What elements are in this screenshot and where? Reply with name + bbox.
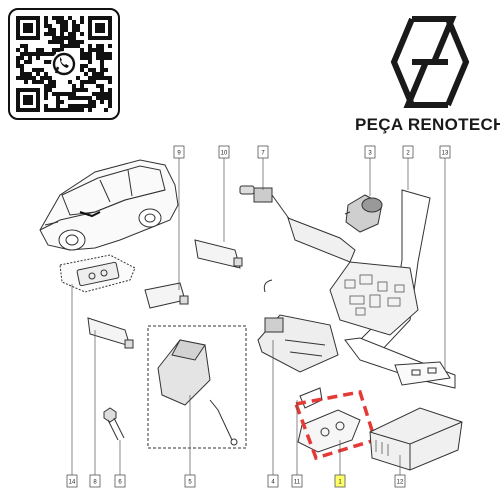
part-6-bolt [103,407,125,441]
callout-label: 9 [177,151,181,157]
callout-5: 5 [184,474,196,488]
callout-label: 13 [442,151,449,157]
callout-12: 12 [394,474,406,488]
part-14-card-holder [59,254,136,293]
callout-8: 8 [89,474,101,488]
callout-label: 3 [368,151,372,157]
callout-14: 14 [66,474,78,488]
part-1-key-card [297,409,361,453]
renault-diamond-logo [390,16,470,108]
leader-lines [71,158,446,475]
part-5-control-module [147,325,247,449]
callout-label: 6 [118,480,122,486]
callout-3: 3 [364,145,376,159]
part-13-bracket [394,361,451,386]
part-12-ecu-box [369,407,463,471]
callout-label: 1 [338,480,342,486]
callout-label: 7 [261,151,265,157]
callout-4: 4 [267,474,279,488]
part-4-card-reader [257,279,339,373]
callout-label: 12 [397,480,404,486]
car-illustration [39,159,179,251]
qr-code-whatsapp-icon [16,16,112,112]
part-7-antenna-cable [239,185,356,263]
part-3-reader-module [344,194,383,233]
callout-label: 5 [188,480,192,486]
callout-9: 9 [173,145,185,159]
callout-10: 10 [218,145,230,159]
callout-label: 10 [221,151,228,157]
callout-11: 11 [291,474,303,488]
brand-name: PEÇA RENOTECH [355,115,500,134]
qr-code[interactable] [8,8,120,120]
callout-13: 13 [439,145,451,159]
callout-6: 6 [114,474,126,488]
callout-7: 7 [257,145,269,159]
ecu-circuit-board [329,261,419,336]
callout-label: 14 [69,480,76,486]
part-10-bracket [194,239,243,269]
callout-2: 2 [402,145,414,159]
callout-1: 1 [334,474,346,488]
callout-label: 2 [406,151,410,157]
part-9-bracket [144,282,189,309]
callout-label: 4 [271,480,275,486]
callout-label: 11 [294,480,301,486]
callout-label: 8 [93,480,97,486]
part-8-bracket [87,317,134,349]
